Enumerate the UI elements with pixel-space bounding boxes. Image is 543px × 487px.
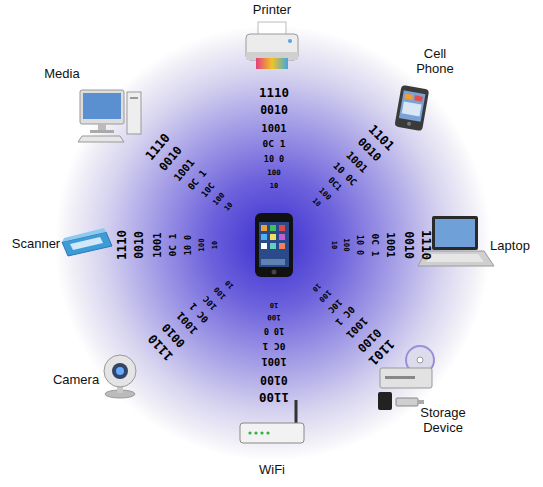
binary-digits: 0010 — [134, 231, 146, 259]
binary-digits: 10 — [270, 183, 278, 190]
device-name: Cell Phone — [410, 47, 460, 77]
binary-digits: 10 0 — [184, 235, 193, 255]
binary-digits: 10 0 — [264, 327, 284, 336]
binary-digits: 1001 — [152, 232, 163, 257]
smartphone-icon — [255, 213, 293, 277]
device-name: Media — [44, 67, 79, 82]
binary-digits: 100 — [267, 169, 281, 177]
scanner-icon — [62, 228, 112, 256]
binary-digits: 0100 — [260, 373, 288, 385]
binary-digits: 0010 — [260, 105, 288, 117]
printer-icon — [246, 22, 298, 69]
device-label: Storage Device — [412, 406, 474, 436]
device-label: Media — [44, 67, 79, 82]
device-label: Printer — [253, 3, 291, 18]
binary-digits: 100 — [342, 238, 350, 252]
device-label: WiFi — [259, 463, 285, 478]
device-name: Laptop — [490, 239, 530, 254]
binary-digits: 1001 — [261, 357, 286, 368]
binary-digits: 0C 1 — [370, 234, 380, 257]
binary-digits: 1100 — [259, 391, 289, 404]
router-icon — [240, 400, 304, 443]
binary-digits: 0C 1 — [168, 234, 178, 257]
binary-digits: 10 0 — [356, 235, 365, 255]
device-name: Scanner — [12, 237, 60, 252]
device-name: WiFi — [259, 463, 285, 478]
binary-digits: 100 — [267, 313, 281, 321]
desktop-icon — [78, 90, 141, 142]
laptop-icon — [418, 216, 494, 266]
binary-digits: 1110 — [259, 87, 289, 100]
binary-digits: 1110 — [420, 230, 433, 260]
device-name: Storage Device — [412, 406, 474, 436]
binary-digits: 0C 1 — [263, 341, 286, 351]
device-name: Printer — [253, 3, 291, 18]
binary-digits: 10 — [330, 241, 337, 249]
binary-digits: 100 — [198, 238, 206, 252]
device-label: Camera — [53, 373, 99, 388]
webcam-icon — [104, 355, 136, 398]
device-name: Camera — [53, 373, 99, 388]
glow-disc — [55, 25, 491, 461]
device-label: Laptop — [490, 239, 530, 254]
device-label: Scanner — [12, 237, 60, 252]
device-label: Cell Phone — [410, 47, 460, 77]
binary-digits: 10 0 — [264, 155, 284, 164]
binary-digits: 1001 — [386, 232, 397, 257]
binary-digits: 10 — [270, 301, 278, 308]
cellphone-icon — [394, 85, 429, 131]
storage-icon — [378, 346, 434, 410]
binary-digits: 1001 — [261, 123, 286, 134]
binary-digits: 1110 — [116, 230, 129, 260]
binary-digits: 0010 — [402, 231, 414, 259]
binary-digits: 10 — [212, 241, 219, 249]
binary-digits: 0C 1 — [263, 139, 286, 149]
